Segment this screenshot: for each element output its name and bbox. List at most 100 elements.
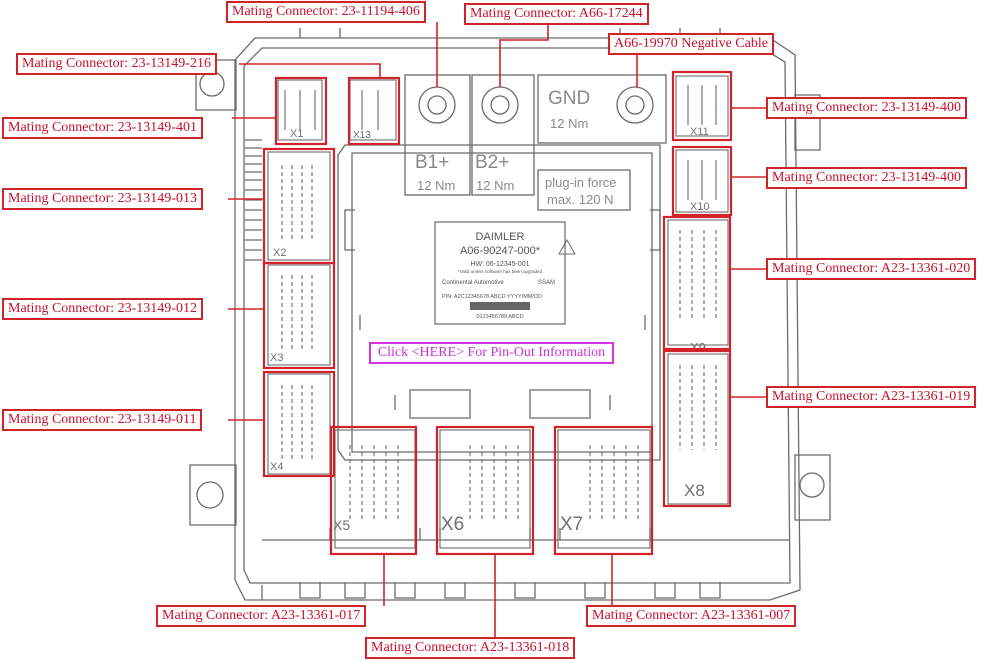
- x6-pins: [469, 445, 519, 520]
- left-top-hole: [199, 71, 225, 97]
- label-note: *Valid unless software has been upgraded: [458, 269, 542, 274]
- gnd-label: GND: [548, 88, 590, 109]
- x1-id: X1: [290, 128, 303, 140]
- callout-x6[interactable]: Mating Connector: A23-13361-018: [365, 637, 576, 659]
- x7-highlight: [553, 425, 654, 556]
- callout-x4[interactable]: Mating Connector: 23-13149-011: [2, 409, 203, 431]
- gnd-terminal-block: [537, 74, 667, 144]
- gnd-stud-outer: [616, 86, 654, 124]
- b1-label: B1+: [415, 152, 449, 173]
- callout-x3[interactable]: Mating Connector: 23-13149-012: [2, 298, 203, 320]
- x9-highlight: [662, 215, 732, 351]
- left-vent-comb: [245, 139, 262, 261]
- x3-highlight: [262, 261, 336, 370]
- callout-x11[interactable]: Mating Connector: 23-13149-400: [766, 97, 967, 119]
- label-product: SSAM: [538, 280, 555, 286]
- x13-id: X13: [353, 130, 371, 141]
- x7-id: X7: [560, 514, 583, 535]
- callout-x9[interactable]: Mating Connector: A23-13361-020: [766, 258, 977, 280]
- x9-id: X9: [690, 340, 706, 355]
- callout-x7[interactable]: Mating Connector: A23-13361-007: [586, 605, 797, 627]
- callout-x-b1[interactable]: Mating Connector: 23-11194-406: [226, 1, 426, 23]
- label-barcode: [470, 302, 530, 310]
- x1-highlight: [274, 76, 328, 146]
- x2-highlight: [262, 147, 336, 265]
- label-pn: P/N: A2C12345678 ABCD YYYY/MM/DD: [442, 294, 542, 300]
- b2-terminal-block: [471, 74, 535, 196]
- callout-x13[interactable]: Mating Connector: 23-13149-216: [16, 53, 217, 75]
- b1-stud-inner: [427, 95, 447, 115]
- plate-recesses: [409, 389, 591, 419]
- plugin-note-line1: plug-in force: [545, 175, 617, 190]
- gnd-torque: 12 Nm: [550, 116, 588, 131]
- x8-body: [667, 353, 729, 505]
- b2-stud-inner: [490, 95, 510, 115]
- label-brand: DAIMLER: [476, 231, 525, 243]
- shelf-ticks: [329, 528, 651, 540]
- b2-stud-outer: [481, 86, 519, 124]
- x9-body: [667, 219, 729, 346]
- x13-highlight: [347, 76, 401, 146]
- x2-id: X2: [273, 247, 286, 259]
- x5-highlight: [329, 425, 418, 556]
- x10-pins: [687, 160, 717, 200]
- x3-body: [267, 264, 331, 366]
- plugin-note-box: [537, 169, 631, 211]
- callout-b2[interactable]: Mating Connector: A66-17244: [464, 3, 649, 25]
- x10-id: X10: [690, 201, 710, 213]
- gnd-stud-inner: [625, 95, 645, 115]
- right-bottom-tab: [794, 454, 831, 521]
- plate-slots: [344, 209, 661, 251]
- x3-pins: [281, 275, 313, 350]
- x13-leader: [239, 63, 381, 78]
- label-barcode-text: 0123456789 ABCD: [476, 314, 523, 320]
- x2-body: [267, 151, 331, 261]
- x3-id: X3: [270, 352, 283, 364]
- housing-outline: [234, 37, 801, 601]
- center-plate: [337, 144, 661, 461]
- x6-highlight: [435, 425, 535, 556]
- right-top-tab: [794, 94, 821, 151]
- b1-torque: 12 Nm: [417, 178, 455, 193]
- x11-body: [675, 75, 729, 137]
- callout-gnd-negative-cable[interactable]: A66-19970 Negative Cable: [608, 33, 774, 55]
- warning-icon: [558, 238, 576, 255]
- pinout-info-link[interactable]: Click <HERE> For Pin-Out Information: [369, 342, 614, 364]
- b2-leader: [499, 22, 549, 87]
- plate-marks: [359, 315, 646, 410]
- x1-body: [277, 79, 323, 141]
- bottom-feet: [261, 582, 721, 600]
- x8-id: X8: [684, 481, 705, 500]
- b2-torque: 12 Nm: [476, 178, 514, 193]
- x7-pins: [589, 445, 639, 520]
- x4-body: [267, 373, 331, 475]
- callout-x5[interactable]: Mating Connector: A23-13361-017: [156, 605, 367, 627]
- x6-id: X6: [441, 514, 464, 535]
- label-part: A06-90247-000*: [460, 245, 541, 257]
- x8-pins: [679, 365, 717, 450]
- callout-x2[interactable]: Mating Connector: 23-13149-013: [2, 188, 203, 210]
- x5-pins: [349, 445, 399, 520]
- left-bottom-hole: [196, 481, 224, 509]
- right-bottom-hole: [799, 472, 825, 498]
- x2-pins: [281, 165, 313, 240]
- x4-pins: [281, 385, 313, 460]
- x8-highlight: [662, 349, 732, 508]
- left-bottom-tab: [189, 464, 237, 526]
- callout-x10[interactable]: Mating Connector: 23-13149-400: [766, 167, 967, 189]
- x9-pins: [679, 230, 717, 320]
- x5-id: X5: [333, 517, 350, 533]
- callout-x8[interactable]: Mating Connector: A23-13361-019: [766, 386, 977, 408]
- x11-id: X11: [690, 126, 709, 138]
- x6-body: [439, 429, 531, 549]
- b1-terminal-block: [404, 74, 471, 196]
- x1-pins: [284, 90, 316, 130]
- callout-x1[interactable]: Mating Connector: 23-13149-401: [2, 117, 203, 139]
- x10-highlight: [671, 145, 733, 217]
- product-label: DAIMLER A06-90247-000* HW: 06-12345-001 …: [434, 221, 566, 325]
- b1-stud-outer: [418, 86, 456, 124]
- x11-highlight: [671, 70, 733, 142]
- x13-pins: [361, 90, 379, 130]
